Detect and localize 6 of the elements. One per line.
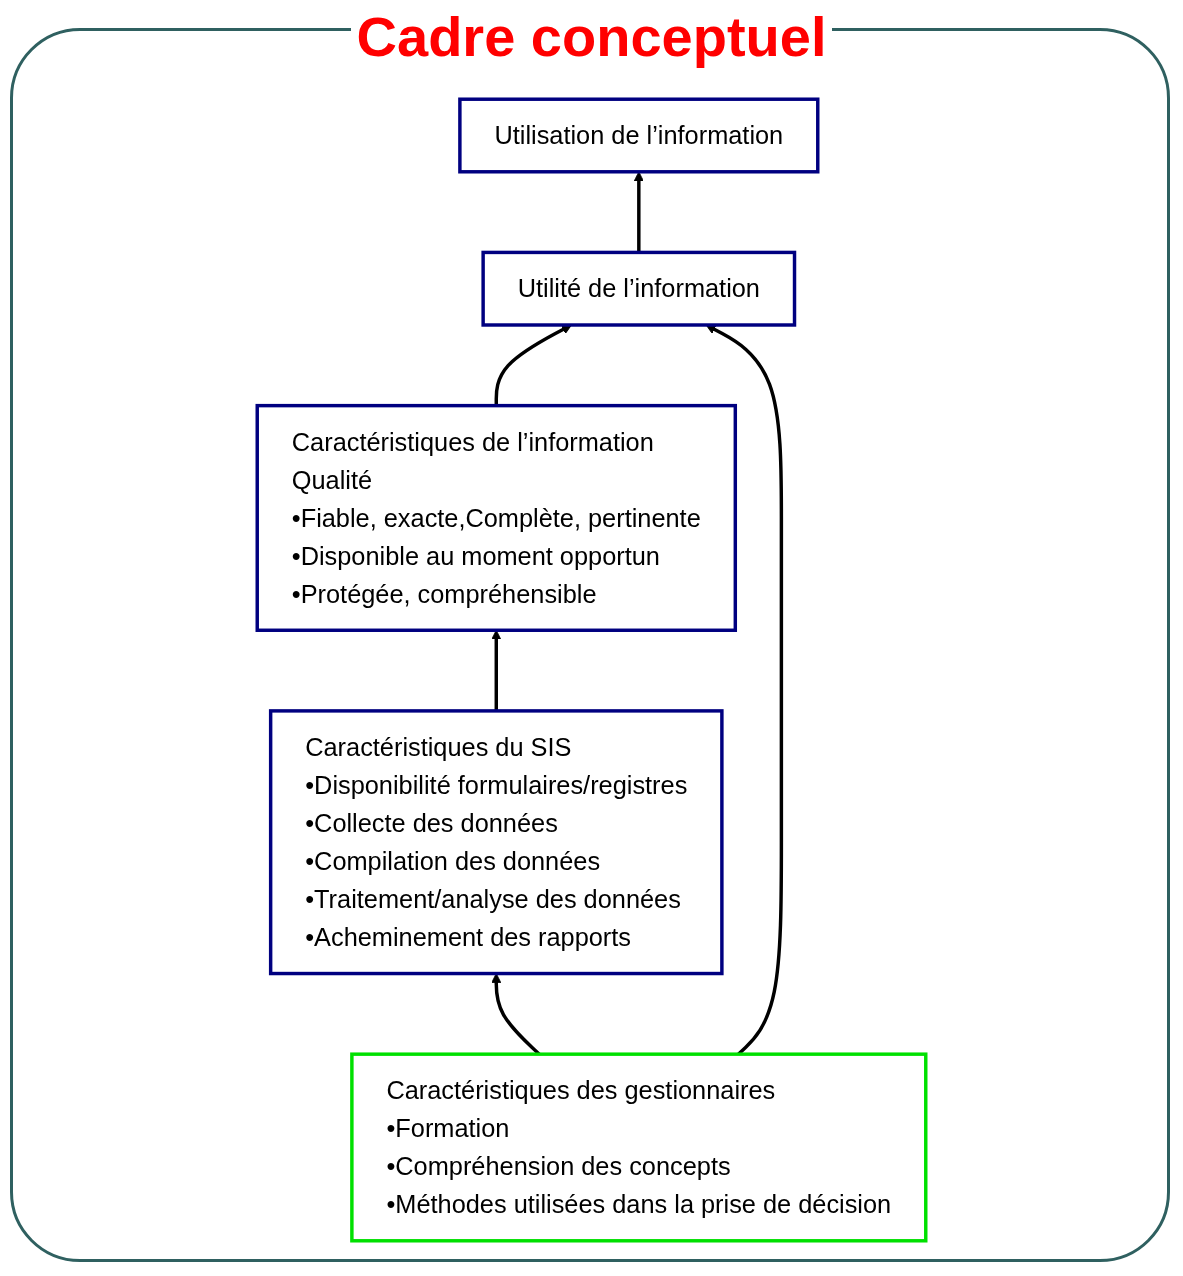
node-box: Caractéristiques de l’information Qualité •Fiable, exacte,Complète, pertinente •Disponible au moment opportun •Protégée, compréhensible	[255, 403, 738, 632]
node-box: Caractéristiques des gestionnaires •Formation •Compréhension des concepts •Méthodes utilisées dans la prise de décision	[350, 1052, 928, 1243]
node-box: Utilité de l’information	[481, 250, 797, 327]
node-box: Utilisation de l’information	[458, 97, 820, 174]
arrow	[633, 171, 644, 253]
node-box: Caractéristiques du SIS •Disponibilité formulaires/registres •Collecte des données •Compilation des données •Traitement/analyse des données •Acheminement des rapports	[268, 709, 724, 976]
